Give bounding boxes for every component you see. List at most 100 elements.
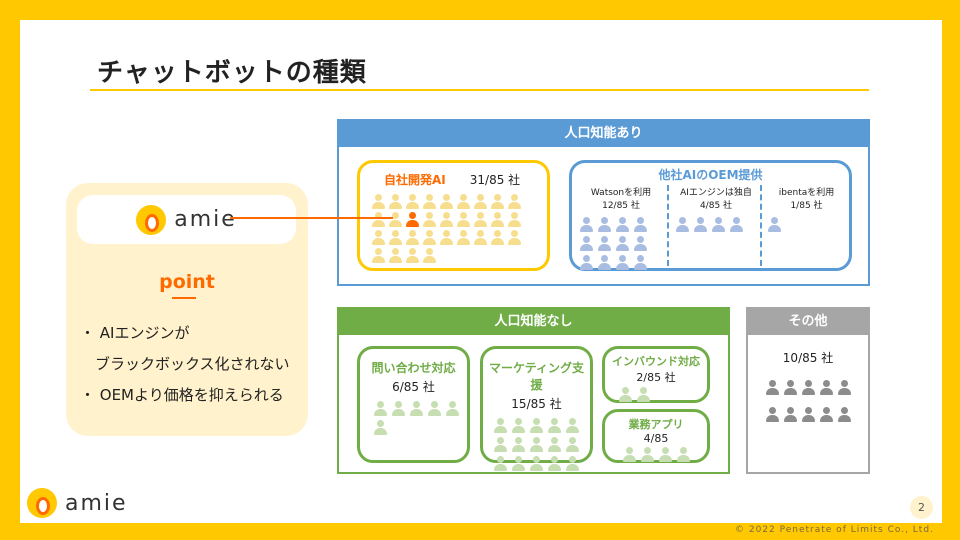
box-count: 6/85 社 [392, 380, 435, 394]
person-icon [508, 230, 521, 245]
person-icon [508, 194, 521, 209]
person-icon [457, 194, 470, 209]
person-icons [764, 217, 849, 232]
person-icon [548, 437, 561, 452]
person-icons [605, 447, 707, 462]
point-panel: amie point ・ AIエンジンが ブラックボックス化されない ・ OEM… [66, 183, 308, 436]
person-icon [619, 387, 632, 402]
amie-logo-icon [136, 204, 167, 235]
person-icon [406, 248, 419, 263]
bullet: ・ OEMより価格を抑えられる [80, 386, 284, 404]
other-panel: その他 10/85 社 [746, 307, 870, 474]
person-icon [512, 437, 525, 452]
person-icon [474, 230, 487, 245]
person-icon [512, 418, 525, 433]
connector-line [230, 217, 393, 219]
person-icons [605, 387, 707, 402]
oem-title: 他社AIのOEM提供 [658, 168, 763, 182]
person-icon [512, 456, 525, 471]
self-ai-count: 31/85 社 [469, 173, 521, 187]
page-title: チャットボットの種類 [97, 58, 367, 88]
ai-no-header: 人口知能なし [339, 309, 728, 335]
person-icon [423, 248, 436, 263]
point-underline [172, 297, 196, 299]
person-icons [672, 217, 760, 232]
person-icons [576, 217, 666, 270]
person-icon [566, 437, 579, 452]
self-ai-title: 自社開発AI [384, 173, 446, 187]
person-icon [634, 236, 647, 251]
amie-logo-text: amie [65, 490, 128, 516]
person-icon [580, 236, 593, 251]
person-icon [580, 217, 593, 232]
person-icon [446, 401, 459, 416]
person-icon [389, 212, 402, 227]
person-icon [423, 194, 436, 209]
bullet: ブラックボックス化されない [80, 355, 290, 373]
person-icon [616, 236, 629, 251]
person-icon [801, 380, 815, 395]
person-icon [616, 217, 629, 232]
person-icon [783, 380, 797, 395]
person-icon [768, 217, 781, 232]
person-icon [428, 401, 441, 416]
ai-yes-panel: 人口知能あり [337, 119, 870, 286]
person-icon [440, 212, 453, 227]
other-header: その他 [748, 309, 868, 335]
person-icon [508, 212, 521, 227]
person-icon [440, 230, 453, 245]
person-icon [372, 248, 385, 263]
person-icon [372, 230, 385, 245]
person-icon [801, 407, 815, 422]
col-label: AIエンジンは独自 [680, 188, 752, 198]
person-icon [548, 456, 561, 471]
person-icon [440, 194, 453, 209]
person-icon [457, 230, 470, 245]
person-icon [598, 255, 611, 270]
point-heading: point [159, 271, 215, 293]
page-number: 2 [910, 496, 933, 519]
col-label: ibentaを利用 [778, 188, 835, 198]
title-underline [90, 89, 869, 91]
person-icon [783, 407, 797, 422]
person-icon [491, 230, 504, 245]
amie-logo-text: amie [174, 207, 237, 232]
box-count: 2/85 社 [636, 371, 676, 384]
person-icon [374, 420, 387, 435]
footer-logo: amie [27, 488, 128, 518]
other-count: 10/85 社 [782, 351, 834, 365]
point-bullets: ・ AIエンジンが ブラックボックス化されない ・ OEMより価格を抑えられる [80, 318, 290, 411]
person-icon [622, 447, 636, 462]
person-icon [491, 194, 504, 209]
person-icon [406, 212, 419, 227]
ai-yes-header: 人口知能あり [339, 121, 868, 147]
person-icon [819, 380, 833, 395]
person-icon [494, 418, 507, 433]
person-icon [410, 401, 423, 416]
person-icon [491, 212, 504, 227]
person-icon [616, 255, 629, 270]
person-icon [530, 456, 543, 471]
person-icon [474, 194, 487, 209]
person-icon [530, 418, 543, 433]
person-icon [372, 212, 385, 227]
person-icon [566, 456, 579, 471]
amie-logo-icon [27, 488, 57, 518]
divider [760, 185, 762, 266]
box-count: 15/85 社 [511, 397, 562, 411]
person-icon [580, 255, 593, 270]
person-icons [483, 418, 590, 471]
person-icon [406, 230, 419, 245]
col-count: 1/85 社 [790, 201, 823, 211]
person-icon [423, 212, 436, 227]
person-icon [676, 217, 689, 232]
copyright: © 2022 Penetrate of Limits Co., Ltd. [735, 525, 934, 535]
person-icon [457, 212, 470, 227]
person-icon [374, 401, 387, 416]
person-icon [676, 447, 690, 462]
box-title: 業務アプリ [628, 418, 684, 431]
